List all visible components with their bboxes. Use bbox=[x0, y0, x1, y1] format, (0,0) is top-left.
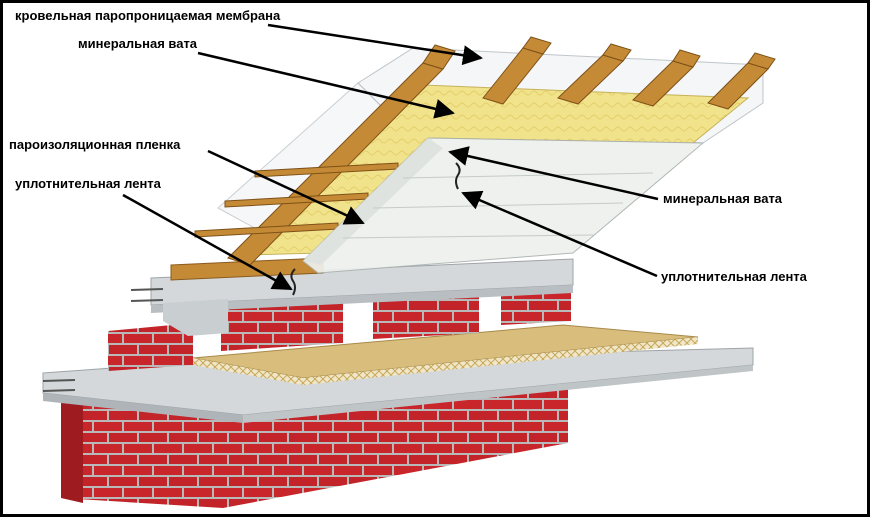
roof-construction-diagram bbox=[42, 23, 776, 508]
label-sealing-tape-right: уплотнительная лента bbox=[661, 269, 807, 284]
label-mineral-wool-top: минеральная вата bbox=[78, 36, 198, 51]
rebar-ends bbox=[42, 288, 164, 392]
label-mineral-wool-right: минеральная вата bbox=[663, 191, 783, 206]
ring-beam bbox=[150, 258, 574, 336]
label-sealing-tape-left: уплотнительная лента bbox=[15, 176, 161, 191]
floor-board bbox=[192, 324, 699, 385]
label-vapor-film: пароизоляционная пленка bbox=[9, 137, 181, 152]
vapor-barrier-film bbox=[302, 137, 705, 274]
left-brick-corner bbox=[108, 323, 193, 371]
label-roof-membrane: кровельная паропроницаемая мембрана bbox=[15, 8, 281, 23]
pointer-arrows bbox=[122, 23, 659, 291]
